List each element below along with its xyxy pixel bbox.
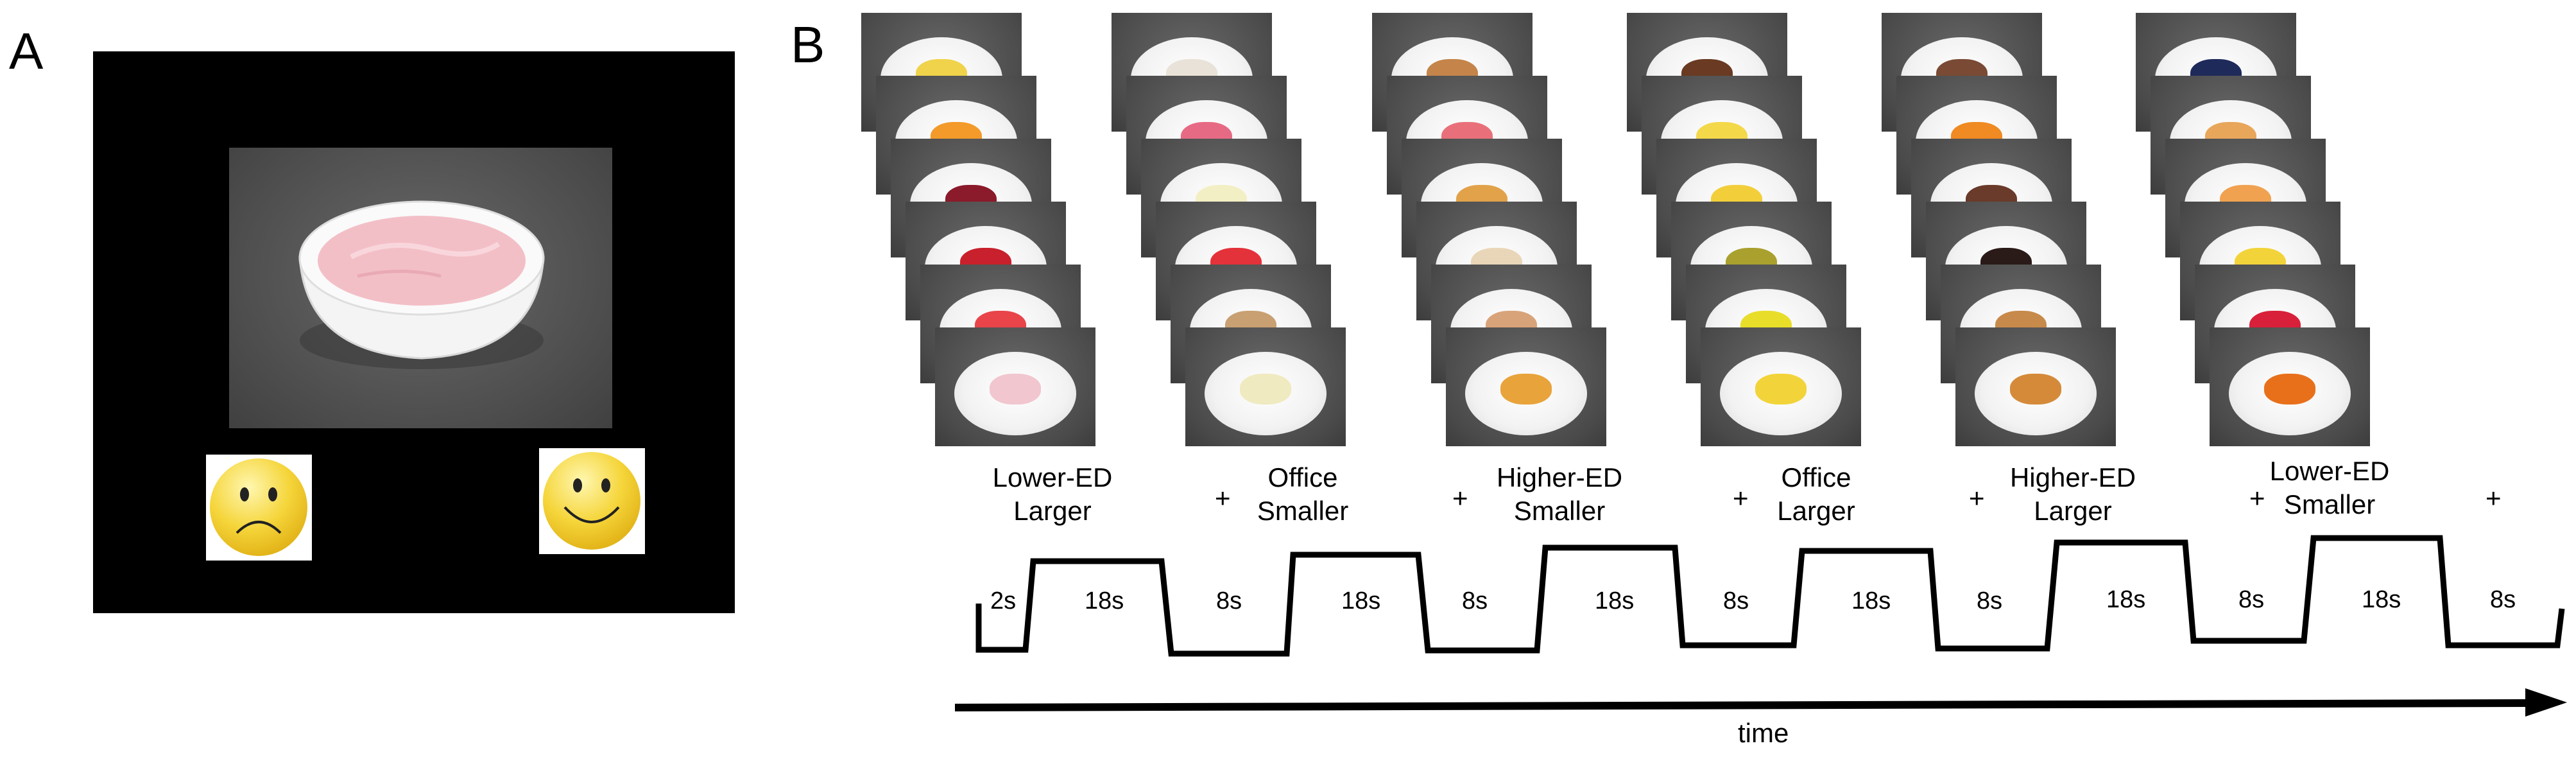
food-item bbox=[1755, 374, 1807, 405]
block-waveform bbox=[975, 535, 2565, 657]
rest-duration: 8s bbox=[2490, 586, 2516, 613]
rest-duration: 8s bbox=[1723, 587, 1749, 614]
panel-b-label: B bbox=[791, 16, 825, 73]
time-axis-label: time bbox=[1738, 718, 1789, 748]
food-stimulus-card bbox=[1185, 327, 1346, 446]
food-stimulus-card bbox=[2210, 327, 2370, 446]
panel-a-label: A bbox=[9, 22, 44, 80]
block-duration: 18s bbox=[2362, 586, 2401, 613]
food-stimulus-card bbox=[935, 327, 1095, 446]
sad-face-icon[interactable] bbox=[206, 455, 312, 561]
rest-duration: 8s bbox=[2238, 586, 2265, 613]
food-item bbox=[1240, 374, 1291, 405]
block-duration: 18s bbox=[1851, 587, 1891, 614]
rating-screen bbox=[93, 51, 735, 613]
initial-fixation-duration: 2s bbox=[990, 587, 1017, 614]
rest-duration: 8s bbox=[1977, 587, 2003, 614]
fixation-plus: + bbox=[1969, 483, 1985, 513]
fixation-plus: + bbox=[2486, 483, 2502, 513]
block-duration: 18s bbox=[1595, 587, 1635, 614]
block-duration: 18s bbox=[2106, 586, 2146, 613]
food-stimulus-card bbox=[1701, 327, 1861, 446]
fixation-plus: + bbox=[1452, 483, 1468, 513]
rest-duration: 8s bbox=[1462, 587, 1488, 614]
food-item bbox=[2010, 374, 2061, 405]
time-arrow-head bbox=[2525, 688, 2567, 717]
fixation-plus: + bbox=[1215, 483, 1231, 513]
happy-face-icon[interactable] bbox=[539, 448, 645, 554]
time-arrow-line bbox=[954, 699, 2529, 711]
fixation-plus: + bbox=[2249, 483, 2265, 513]
food-stimulus-card bbox=[1955, 327, 2116, 446]
rest-duration: 8s bbox=[1216, 587, 1242, 614]
food-item bbox=[1500, 374, 1552, 405]
food-item bbox=[2264, 374, 2315, 405]
fixation-plus: + bbox=[1733, 483, 1749, 513]
food-stimulus-image bbox=[229, 148, 612, 428]
block-duration: 18s bbox=[1085, 587, 1124, 614]
block-duration: 18s bbox=[1341, 587, 1381, 614]
food-stimulus-card bbox=[1446, 327, 1606, 446]
food-item bbox=[990, 374, 1041, 405]
